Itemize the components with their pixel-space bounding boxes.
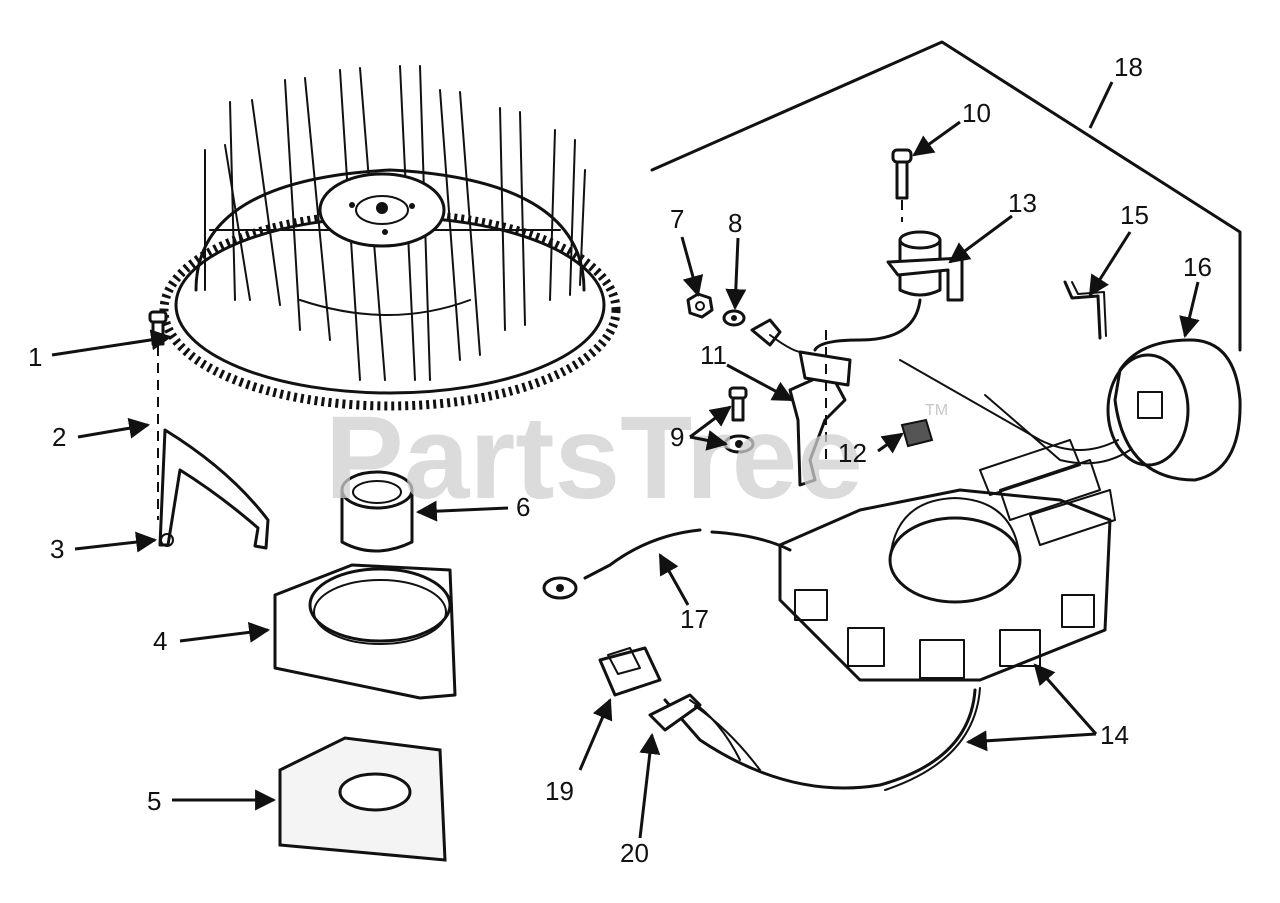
callout-12: 12 bbox=[838, 438, 867, 468]
callout-10: 10 bbox=[962, 98, 991, 128]
callout-8: 8 bbox=[728, 208, 742, 238]
leader-11 bbox=[726, 363, 794, 402]
clip-15 bbox=[1063, 280, 1107, 340]
callout-17: 17 bbox=[680, 604, 709, 634]
callout-16: 16 bbox=[1183, 252, 1212, 282]
leader-20 bbox=[638, 732, 661, 839]
stator-14 bbox=[663, 439, 1116, 791]
washer-8 bbox=[722, 309, 746, 327]
callout-18: 18 bbox=[1114, 52, 1143, 82]
leader-8 bbox=[725, 237, 747, 311]
callout-6: 6 bbox=[516, 492, 530, 522]
leader-9a bbox=[689, 405, 732, 439]
leader-14a bbox=[965, 730, 1097, 752]
leader-2 bbox=[77, 417, 151, 439]
leader-19 bbox=[578, 698, 613, 771]
callout-19: 19 bbox=[545, 776, 574, 806]
callout-1: 1 bbox=[28, 342, 42, 372]
leader-7 bbox=[680, 236, 704, 298]
callout-11: 11 bbox=[700, 340, 727, 370]
condenser-13 bbox=[813, 230, 964, 352]
watermark-text: PartsTree bbox=[325, 392, 863, 524]
leader-12 bbox=[877, 432, 904, 454]
screw-10 bbox=[891, 148, 913, 222]
leader-4 bbox=[179, 621, 271, 643]
leader-9b bbox=[689, 430, 729, 451]
cup-6 bbox=[340, 470, 414, 553]
baffle-4 bbox=[273, 563, 457, 700]
callout-13: 13 bbox=[1008, 188, 1037, 218]
watermark-tm: TM bbox=[925, 402, 948, 419]
screw-9 bbox=[723, 386, 755, 454]
callout-15: 15 bbox=[1120, 200, 1149, 230]
leader-lines bbox=[51, 120, 1200, 839]
leader-3 bbox=[74, 531, 158, 553]
filter-5 bbox=[278, 736, 447, 862]
flywheel-part bbox=[159, 65, 621, 411]
leader-14b bbox=[1033, 663, 1098, 735]
nut-7 bbox=[686, 292, 714, 319]
felt-12 bbox=[900, 418, 934, 448]
terminals-20 bbox=[648, 693, 761, 771]
leader-13 bbox=[948, 214, 1013, 264]
bracket-3 bbox=[158, 428, 270, 550]
callout-4: 4 bbox=[153, 626, 167, 656]
callout-14: 14 bbox=[1100, 720, 1129, 750]
wire-17 bbox=[542, 528, 792, 600]
assembly-bracket-18 bbox=[650, 40, 1242, 352]
callout-labels: 1 2 3 4 5 6 7 8 9 10 11 12 13 14 15 16 1… bbox=[28, 52, 1212, 868]
callout-2: 2 bbox=[52, 422, 66, 452]
leader-1 bbox=[51, 329, 173, 357]
leader-10 bbox=[912, 120, 961, 157]
coil-16 bbox=[899, 338, 1242, 482]
callout-9: 9 bbox=[670, 422, 684, 452]
leader-6 bbox=[415, 500, 509, 522]
leader-17 bbox=[658, 553, 690, 606]
callout-3: 3 bbox=[50, 534, 64, 564]
leader-18 bbox=[1088, 81, 1114, 129]
points-11 bbox=[750, 318, 852, 487]
callout-7: 7 bbox=[670, 204, 684, 234]
callout-20: 20 bbox=[620, 838, 649, 868]
leader-16 bbox=[1179, 281, 1200, 339]
callout-5: 5 bbox=[147, 786, 161, 816]
connector-19 bbox=[598, 646, 662, 697]
leader-15 bbox=[1088, 231, 1132, 297]
